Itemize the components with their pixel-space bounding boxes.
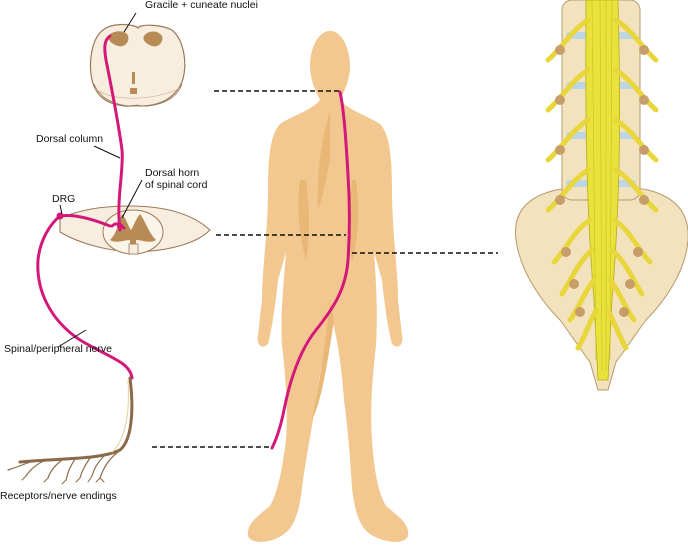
medulla-cross-section — [89, 23, 186, 107]
label-dorsal-horn-line1: Dorsal horn — [145, 167, 200, 179]
label-dorsal-column: Dorsal column — [36, 133, 104, 145]
label-dorsal-horn-line2: of spinal cord — [145, 179, 208, 192]
label-gracile-cuneate-nuclei: Gracile + cuneate nuclei — [145, 0, 258, 11]
label-dorsal-horn: Dorsal horn of spinal cord — [145, 167, 207, 191]
sensory-pathway — [36, 34, 351, 450]
peripheral-nerve-endings — [7, 376, 134, 485]
label-receptors-nerve-endings: Receptors/nerve endings — [0, 490, 117, 502]
spinal-cord-cross-section — [59, 205, 211, 255]
label-leader-lines — [57, 12, 143, 348]
lumbosacral-spine — [514, 0, 688, 391]
dorsal-column-fiber — [103, 34, 124, 232]
dorsal-horn-synapse — [117, 223, 123, 229]
body-pathway — [270, 90, 351, 450]
human-body-silhouette — [247, 31, 409, 542]
label-spinal-peripheral-nerve: Spinal/peripheral nerve — [4, 343, 112, 355]
drg-ganglion — [56, 212, 64, 220]
level-indicator-lines — [152, 90, 498, 448]
label-drg: DRG — [52, 193, 76, 205]
